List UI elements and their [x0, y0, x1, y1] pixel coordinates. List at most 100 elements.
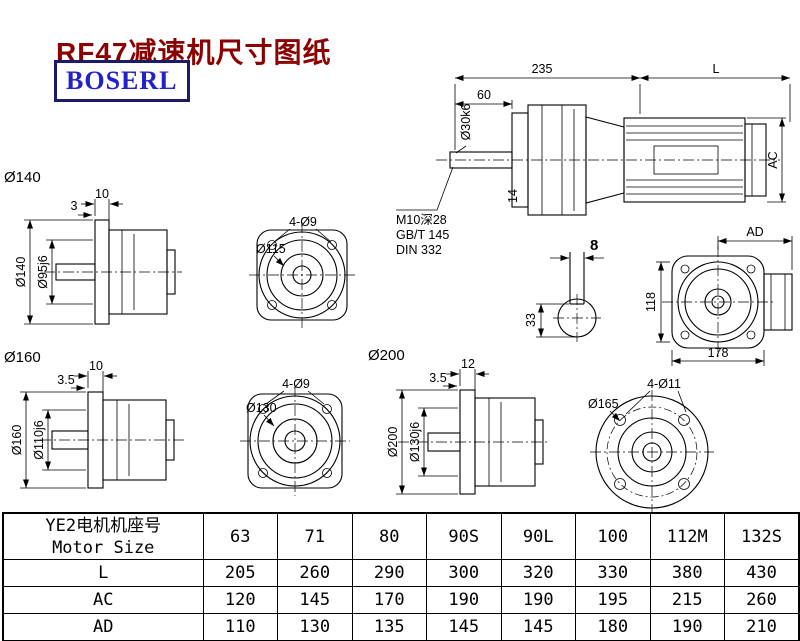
dim-label-235: 235 — [532, 62, 553, 76]
dim-value-cell: 145 — [426, 613, 502, 641]
dim-value-cell: 190 — [500, 586, 576, 614]
holes-label-4d9-top: 4-Ø9 — [289, 215, 317, 229]
dim-label-14: 14 — [506, 189, 520, 203]
bolt-hole — [322, 468, 332, 478]
bolt-hole — [614, 414, 626, 426]
dim-label-L: L — [713, 62, 720, 76]
fan-cowl — [744, 123, 767, 197]
holes-label-4d11: 4-Ø11 — [647, 377, 681, 391]
note-leader — [396, 166, 454, 211]
dim-value-cell: 320 — [500, 559, 576, 587]
gearbox-view-200: Ø200 12 3.5 Ø200 Ø130j6 — [368, 347, 548, 495]
dim-value-cell: 215 — [649, 586, 725, 614]
dim-label-3-5: 3.5 — [57, 373, 74, 387]
dim-value-cell: 120 — [202, 586, 278, 614]
table-row-AD: AD 110 130 135 145 145 180 190 210 — [2, 613, 800, 641]
dim-value-cell: 190 — [649, 613, 725, 641]
dim-label-178: 178 — [708, 346, 729, 360]
dim-label-shaft-dia: Ø30k6 — [459, 104, 473, 141]
motor-size-header-en: Motor Size — [52, 538, 155, 558]
key-section-view: 8 33 — [524, 237, 604, 342]
size-col-132s: 132S — [724, 512, 800, 560]
dim-label-60: 60 — [477, 88, 491, 102]
dim-value-cell: 130 — [277, 613, 353, 641]
view-200-title: Ø200 — [368, 347, 405, 364]
bolt-hole — [614, 478, 626, 490]
dim-label-dia130j6: Ø130j6 — [408, 422, 422, 462]
dim-label-3: 3 — [71, 199, 78, 213]
gearbox-view-160: Ø160 10 3.5 Ø160 Ø110j6 — [4, 349, 184, 489]
dim-value-cell: 260 — [724, 586, 800, 614]
dimension-table: YE2电机机座号 Motor Size 63 71 80 90S 90L 100… — [2, 512, 800, 641]
flange-view-200: 4-Ø11 Ø165 — [588, 377, 714, 512]
dim-value-cell: 190 — [426, 586, 502, 614]
row-label-AD: AD — [2, 613, 204, 641]
dim-label-dia110: Ø110j6 — [32, 420, 46, 459]
dim-value-cell: 145 — [277, 586, 353, 614]
bolt-hole — [258, 404, 268, 414]
gearbox-view-140: Ø140 10 3 Ø140 Ø95j6 — [4, 169, 182, 325]
table-header-row: YE2电机机座号 Motor Size 63 71 80 90S 90L 100… — [2, 512, 800, 560]
dim-value-cell: 110 — [202, 613, 278, 641]
size-col-90l: 90L — [500, 512, 576, 560]
bolt-hole — [678, 414, 690, 426]
dim-label-12: 12 — [461, 357, 475, 371]
note-gbt: GB/T 145 — [396, 228, 449, 242]
bolt-hole — [267, 240, 277, 250]
dim-label-dia95: Ø95j6 — [36, 255, 50, 288]
dim-value-cell: 260 — [277, 559, 353, 587]
dim-value-cell: 145 — [500, 613, 576, 641]
dim-label-118: 118 — [644, 292, 658, 312]
motor-size-header: YE2电机机座号 Motor Size — [2, 512, 204, 560]
dim-label-8: 8 — [590, 237, 598, 254]
size-col-100: 100 — [575, 512, 651, 560]
dim-label-3-5: 3.5 — [429, 371, 446, 385]
size-col-112m: 112M — [649, 512, 725, 560]
size-col-80: 80 — [351, 512, 427, 560]
bolt-hole — [322, 404, 332, 414]
bolt-hole — [678, 478, 690, 490]
dim-value-cell: 205 — [202, 559, 278, 587]
view-160-title: Ø160 — [4, 349, 41, 366]
dim-value-cell: 290 — [351, 559, 427, 587]
dim-label-ac: AC — [766, 151, 780, 168]
dim-value-cell: 210 — [724, 613, 800, 641]
dim-value-cell: 135 — [351, 613, 427, 641]
holes-label-4d9-bottom: 4-Ø9 — [282, 377, 310, 391]
table-row-L: L 205 260 290 300 320 330 380 430 — [2, 559, 800, 587]
main-assembly-view: 235 L 60 Ø30k6 AC 14 M10深28 GB/T 145 DIN… — [396, 62, 791, 257]
dim-label-10: 10 — [95, 187, 109, 201]
dim-value-cell: 430 — [724, 559, 800, 587]
dim-value-cell: 180 — [575, 613, 651, 641]
dim-label-ad: AD — [746, 225, 763, 239]
motor-nameplate — [653, 145, 719, 175]
bolt-hole — [267, 300, 277, 310]
bolt-hole — [327, 300, 337, 310]
table-row-AC: AC 120 145 170 190 190 195 215 260 — [2, 586, 800, 614]
bolt-hole — [327, 240, 337, 250]
boserl-logo-text: BOSERL — [66, 66, 178, 95]
size-col-71: 71 — [277, 512, 353, 560]
dim-label-10: 10 — [89, 359, 103, 373]
size-col-90s: 90S — [426, 512, 502, 560]
note-thread: M10深28 — [396, 213, 447, 227]
dim-value-cell: 380 — [649, 559, 725, 587]
dim-value-cell: 195 — [575, 586, 651, 614]
dim-value-cell: 300 — [426, 559, 502, 587]
bolt-hole — [258, 468, 268, 478]
dim-label-33: 33 — [524, 313, 538, 327]
dim-value-cell: 330 — [575, 559, 651, 587]
dim-value-cell: 170 — [351, 586, 427, 614]
dim-label-dia140: Ø140 — [14, 257, 28, 288]
dim-label-dia160: Ø160 — [10, 425, 24, 456]
flange-view-140: 4-Ø9 Ø115 — [249, 215, 355, 328]
terminal-box — [763, 273, 793, 331]
dia-label-115: Ø115 — [256, 242, 286, 256]
view-140-title: Ø140 — [4, 169, 41, 186]
row-label-L: L — [2, 559, 204, 587]
dia-label-165: Ø165 — [588, 397, 619, 411]
technical-drawing: 235 L 60 Ø30k6 AC 14 M10深28 GB/T 145 DIN… — [4, 62, 793, 512]
size-col-63: 63 — [202, 512, 278, 560]
motor-size-header-cn: YE2电机机座号 — [45, 516, 162, 536]
